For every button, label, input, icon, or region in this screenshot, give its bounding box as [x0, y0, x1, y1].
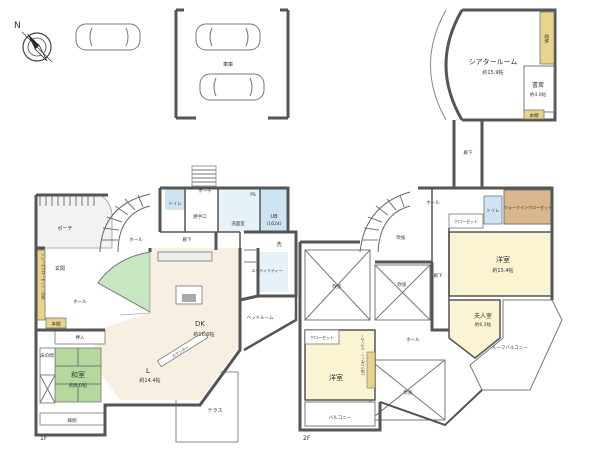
hall-green	[97, 251, 151, 313]
void-a-label: 吹抜	[333, 283, 342, 290]
floor-1: 車庫 テラス ポーチ シューズクローゼット・収納	[34, 8, 298, 443]
balcony-label: バルコニー	[329, 415, 352, 421]
theater-room: シアタールーム 約15.9帖 収納 書斎 約4.0帖 本棚	[430, 8, 557, 122]
closet-a-label: クローゼット	[454, 218, 478, 224]
void-b-label: 吹抜	[397, 234, 406, 241]
car-icon	[195, 23, 261, 51]
roof-balcony-label: ルーフバルコニー	[492, 345, 528, 351]
roof-balcony	[469, 299, 563, 391]
void-d-label: 吹抜	[404, 389, 413, 396]
study-size-label: 約4.0帖	[530, 91, 547, 98]
car-icon	[75, 23, 141, 51]
floor-2-label: 2F	[303, 435, 311, 442]
alcove-label: 床の間	[40, 352, 54, 359]
ldk-floor	[95, 248, 240, 400]
closet-b-label: クローゼット	[310, 334, 334, 340]
hall-top-1f-label: ホール	[129, 237, 143, 243]
floor-2: シアタールーム 約15.9帖 収納 書斎 約4.0帖 本棚 廊下 吹抜 吹抜 吹…	[298, 8, 563, 442]
western-label: 洋室	[329, 373, 343, 382]
walkin-closet	[503, 189, 553, 225]
dk-label: DK	[195, 320, 205, 328]
counter-2f-label: 上部クロゼット・カウンター	[360, 335, 365, 376]
corridor-top-2f-label: 廊下	[464, 149, 473, 156]
terrace-label: テラス	[208, 408, 223, 414]
living-label: L	[146, 367, 150, 375]
western-room-big	[448, 231, 553, 297]
theater-label: シアタールーム	[469, 57, 518, 66]
corridor-1f-label: 廊下	[183, 236, 192, 243]
western-big-label: 洋室	[496, 255, 510, 264]
toilet-2f-label: トイレ	[486, 209, 500, 214]
western-big-size-label: 約15.4帖	[492, 267, 513, 274]
entrance-label: 玄関	[55, 265, 65, 272]
kitchen-counter	[157, 251, 213, 305]
ps-label: PS	[250, 192, 256, 198]
void-c-label: 吹抜	[398, 281, 407, 288]
oshiire-label: 押入	[76, 334, 85, 341]
western-room	[304, 329, 376, 401]
pantry-label: 勝手口	[193, 213, 207, 220]
balcony	[304, 401, 376, 427]
back-steps	[191, 165, 217, 187]
walkin-label: ウォークインクローゼット	[504, 204, 552, 210]
toilet-1f-label: トイレ	[168, 202, 182, 207]
hall-1f-label: ホール	[73, 299, 87, 305]
porch-top-label: ポーチ	[198, 187, 212, 194]
dk-size-label: 約16.0帖	[193, 331, 214, 338]
living-size-label: 約14.4帖	[139, 377, 160, 384]
theater-size-label: 約15.9帖	[482, 69, 503, 76]
utility-label: ユーティリティー	[251, 267, 283, 273]
wife-room	[448, 299, 501, 359]
tatami-size: 約8.0帖	[69, 382, 87, 389]
washroom-label: 洗面室	[231, 220, 245, 227]
ub-size-label: (1624)	[267, 221, 282, 227]
spiral-staircase-2f	[359, 191, 411, 253]
wash-label: 洗	[276, 241, 281, 248]
north-label: N	[14, 21, 21, 31]
study-label: 書斎	[532, 81, 544, 89]
shoe-closet-label: シューズクローゼット・収納	[41, 253, 46, 300]
garage: 車庫	[174, 8, 290, 120]
tatami-label: 和室	[71, 370, 85, 379]
hall-top-2f-label: ホール	[426, 200, 440, 206]
porch-label: ポーチ	[57, 225, 72, 232]
floor-1-label: 1F	[40, 435, 48, 442]
ub-label: UB	[270, 214, 278, 220]
bedroom-label: ベッドルーム	[247, 315, 274, 321]
bookshelf-1f-label: 本棚	[52, 321, 61, 328]
porch-deck: ポーチ	[35, 194, 113, 249]
wife-room-label: 夫人室	[474, 312, 492, 320]
bookshelf-2f-label: 本棚	[530, 112, 539, 119]
engawa-label: 縁側	[68, 417, 77, 424]
tatami-room: 和室 約8.0帖 床の間 押入 縁側	[39, 329, 106, 426]
hall-2f-label: ホール	[406, 337, 420, 343]
spiral-staircase-1f	[99, 193, 151, 253]
compass-icon: N	[14, 21, 53, 63]
car-icon	[199, 73, 265, 101]
garage-label: 車庫	[223, 61, 233, 68]
storage-label: 収納	[543, 34, 550, 43]
wife-room-size-label: 約6.2帖	[475, 321, 492, 328]
corridor-2f-label: 廊下	[434, 272, 443, 279]
